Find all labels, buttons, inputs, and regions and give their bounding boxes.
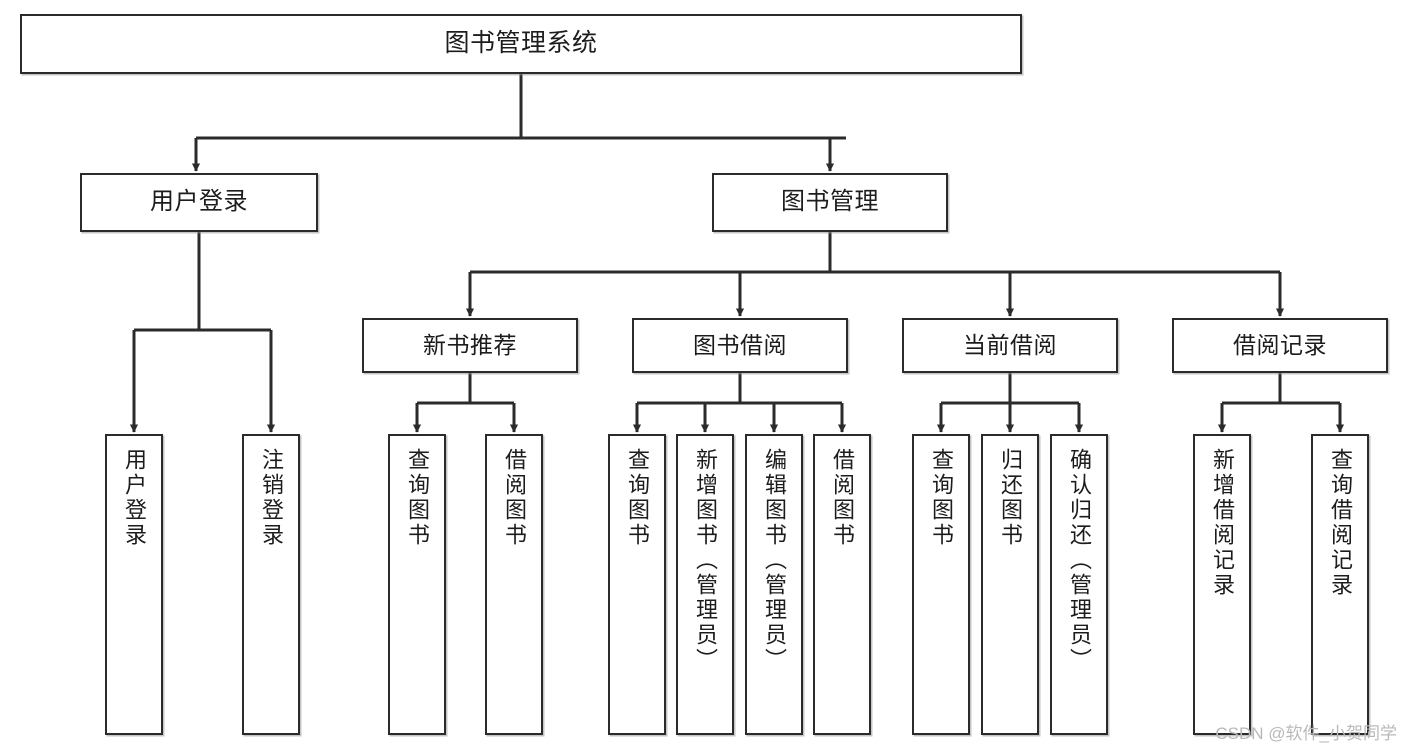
node-label: 新书推荐: [423, 331, 517, 358]
node-leaf-add-borrow-record[interactable]: 新增借阅记录: [1193, 434, 1251, 735]
node-label: 确认归还（管理员）: [1067, 448, 1092, 673]
node-leaf-borrow-book-recommend[interactable]: 借阅图书: [485, 434, 543, 735]
node-label: 用户登录: [122, 448, 147, 548]
node-label: 归还图书: [998, 448, 1023, 548]
node-leaf-confirm-return[interactable]: 确认归还（管理员）: [1050, 434, 1108, 735]
node-leaf-query-borrow-record[interactable]: 查询借阅记录: [1311, 434, 1369, 735]
node-label: 查询借阅记录: [1328, 448, 1353, 598]
node-label: 图书管理: [781, 188, 879, 216]
node-label: 当前借阅: [963, 331, 1057, 358]
node-label: 查询图书: [625, 448, 650, 548]
node-leaf-query-book-recommend[interactable]: 查询图书: [388, 434, 446, 735]
node-label: 新增借阅记录: [1210, 448, 1235, 598]
node-leaf-query-book-borrow[interactable]: 查询图书: [608, 434, 666, 735]
node-leaf-user-login[interactable]: 用户登录: [105, 434, 163, 735]
node-label: 查询图书: [405, 448, 430, 548]
node-label: 图书借阅: [693, 331, 787, 358]
node-user-login[interactable]: 用户登录: [80, 173, 318, 232]
node-label: 借阅记录: [1233, 331, 1327, 358]
node-label: 图书管理系统: [444, 29, 598, 58]
node-label: 用户登录: [150, 188, 248, 216]
node-root-book-management-system[interactable]: 图书管理系统: [20, 14, 1022, 74]
node-label: 新增图书（管理员）: [693, 448, 718, 673]
node-label: 注销登录: [259, 448, 284, 548]
node-leaf-query-book-current[interactable]: 查询图书: [912, 434, 970, 735]
node-new-book-recommend[interactable]: 新书推荐: [362, 318, 578, 373]
node-label: 查询图书: [929, 448, 954, 548]
node-label: 借阅图书: [502, 448, 527, 548]
node-book-borrow[interactable]: 图书借阅: [632, 318, 848, 373]
node-leaf-edit-book[interactable]: 编辑图书（管理员）: [745, 434, 803, 735]
csdn-watermark: CSDN @软件_小贺同学: [1215, 724, 1397, 743]
node-leaf-logout-login[interactable]: 注销登录: [242, 434, 300, 735]
node-label: 借阅图书: [830, 448, 855, 548]
node-borrow-record[interactable]: 借阅记录: [1172, 318, 1388, 373]
node-leaf-add-book[interactable]: 新增图书（管理员）: [676, 434, 734, 735]
node-leaf-return-book[interactable]: 归还图书: [981, 434, 1039, 735]
node-leaf-borrow-book[interactable]: 借阅图书: [813, 434, 871, 735]
node-label: 编辑图书（管理员）: [762, 448, 787, 673]
node-current-borrow[interactable]: 当前借阅: [902, 318, 1118, 373]
node-book-management[interactable]: 图书管理: [712, 173, 948, 232]
